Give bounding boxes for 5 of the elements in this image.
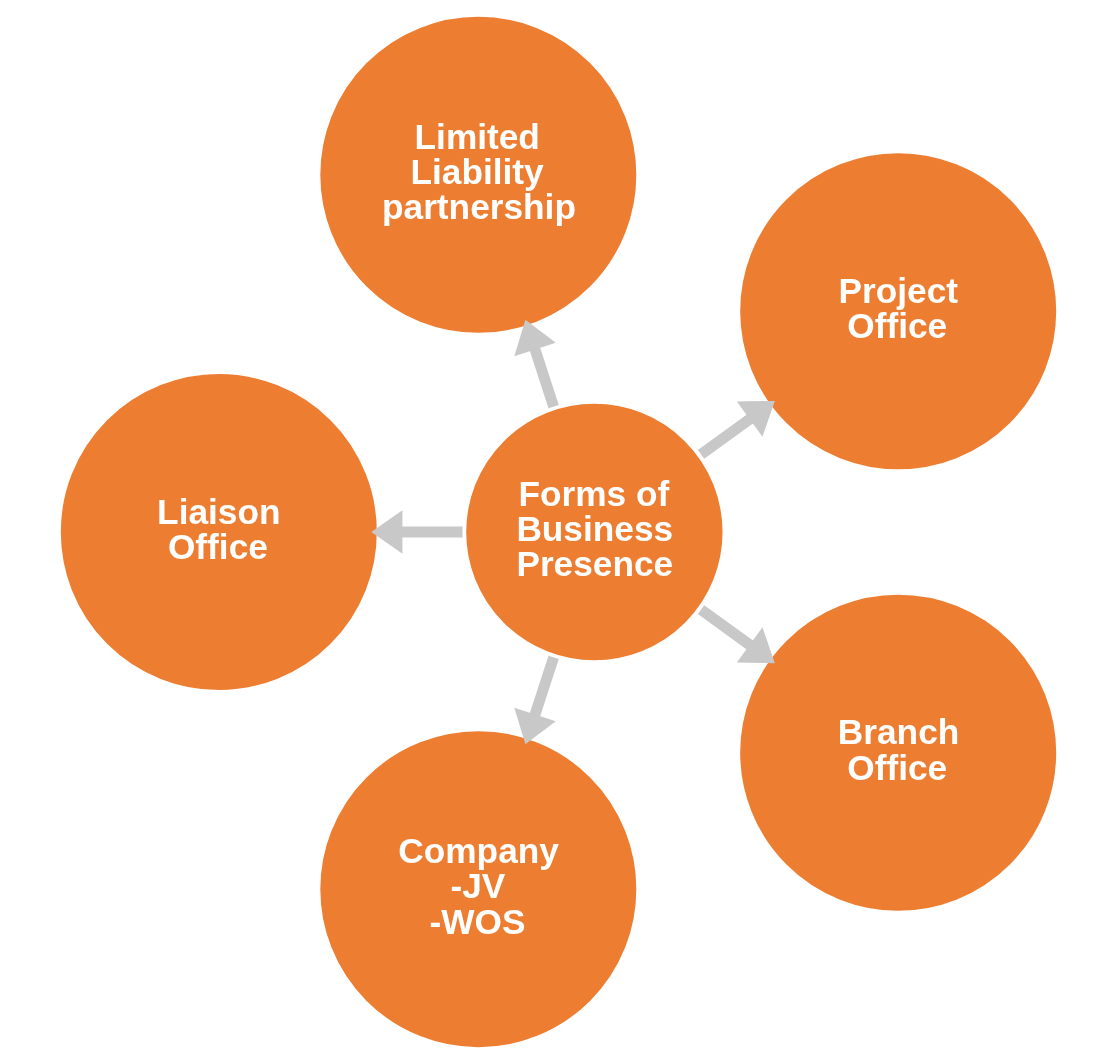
arrow <box>514 319 559 409</box>
arrow <box>697 400 775 459</box>
arrow <box>371 510 463 554</box>
arrow <box>697 605 775 664</box>
arrow <box>514 655 559 745</box>
